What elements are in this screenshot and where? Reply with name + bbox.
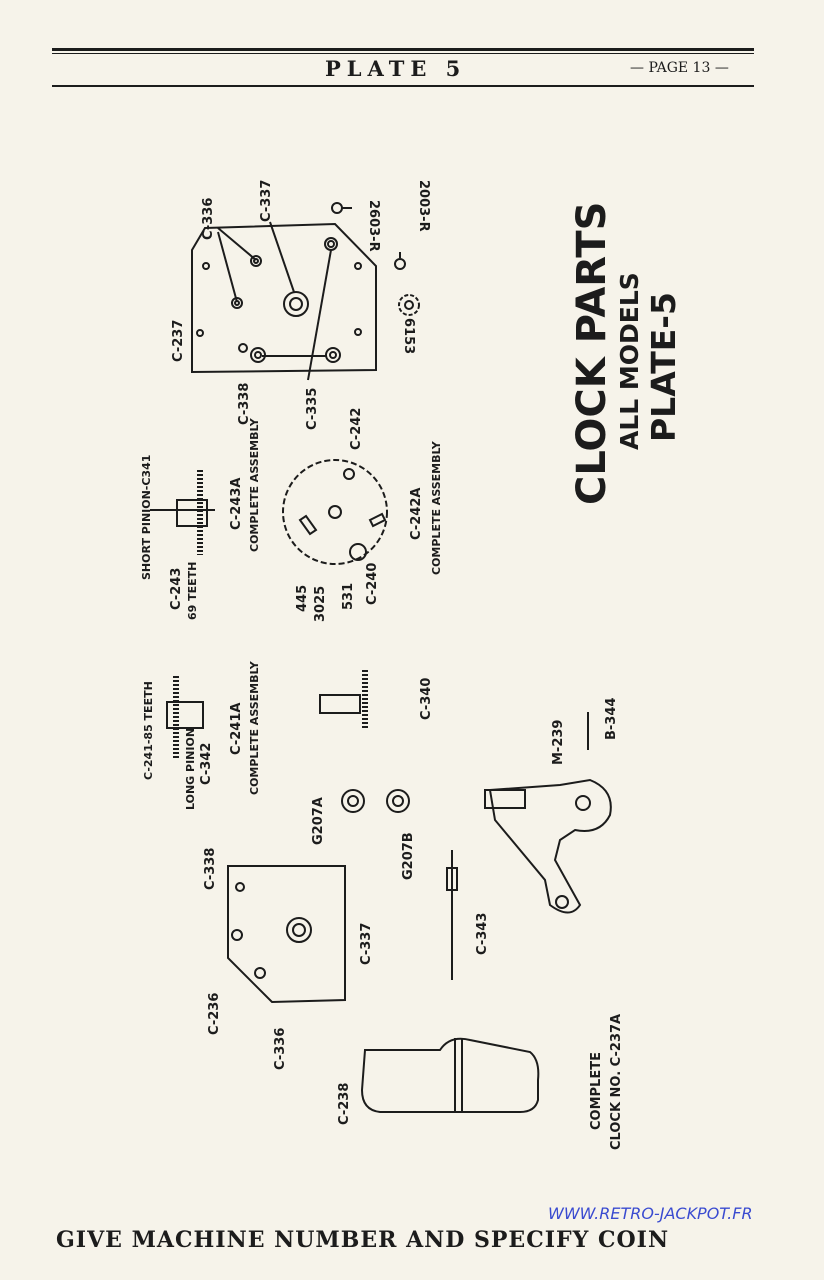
plate-c237 [191,222,377,374]
label-c237: C-237 [171,320,186,362]
label-g207b: G207B [401,832,416,880]
label-531: 531 [341,583,356,610]
label-c335: C-335 [305,388,320,430]
label-c243a-note: COMPLETE ASSEMBLY [248,417,261,552]
label-b344: B-344 [604,698,619,740]
label-2003r: 2003-R [416,180,431,232]
label-g207a: G207A [311,797,326,845]
label-c338-top: C-338 [237,383,252,425]
cover-c238 [360,1037,540,1113]
label-c240: C-240 [365,563,380,605]
label-c241a: C-241A [229,703,244,755]
label-m239: M-239 [551,720,566,765]
title-plate-5: PLATE-5 [644,292,683,442]
label-3025: 3025 [313,586,328,622]
plate-title: PLATE 5 [325,56,467,81]
page-number: — PAGE 13 — [630,60,729,76]
label-c340: C-340 [419,678,434,720]
label-2603r: 2603-R [366,200,381,252]
label-c243: C-243 [169,568,184,610]
label-c337-top: C-337 [259,180,274,222]
footer-instruction: GIVE MACHINE NUMBER AND SPECIFY COIN [56,1227,670,1253]
label-short-pinion: SHORT PINION-C341 [140,455,153,580]
label-6153: 6153 [401,318,416,354]
header-rule-bottom [52,85,754,87]
label-c338-bottom: C-338 [203,848,218,890]
label-c241a-note: COMPLETE ASSEMBLY [248,660,261,795]
watermark-url: WWW.RETRO-JACKPOT.FR [548,1204,753,1223]
label-c241: C-241-85 TEETH [142,681,155,780]
label-c243-teeth: 69 TEETH [186,562,199,620]
label-c342: C-342 [199,743,214,785]
header-rule-mid [52,53,754,54]
label-445: 445 [295,585,310,612]
label-c238: C-238 [337,1083,352,1125]
label-long-pinion: LONG PINION [184,728,197,810]
label-c343: C-343 [475,913,490,955]
label-c337-bottom: C-337 [359,923,374,965]
label-c236: C-236 [207,993,222,1035]
label-c242a-note: COMPLETE ASSEMBLY [430,440,443,575]
title-clock-parts: CLOCK PARTS [569,202,615,505]
label-c242: C-242 [349,408,364,450]
label-c336-bottom: C-336 [273,1028,288,1070]
label-complete-clock: CLOCK NO. C-237A [609,1014,624,1150]
label-c242a: C-242A [409,488,424,540]
label-c336-top: C-336 [201,198,216,240]
header-rule-top [52,48,754,51]
label-c243a: C-243A [229,478,244,530]
label-complete: COMPLETE [589,1052,604,1130]
title-all-models: ALL MODELS [615,272,644,450]
plate-bottom [227,865,346,1004]
lever-m239 [488,778,612,914]
